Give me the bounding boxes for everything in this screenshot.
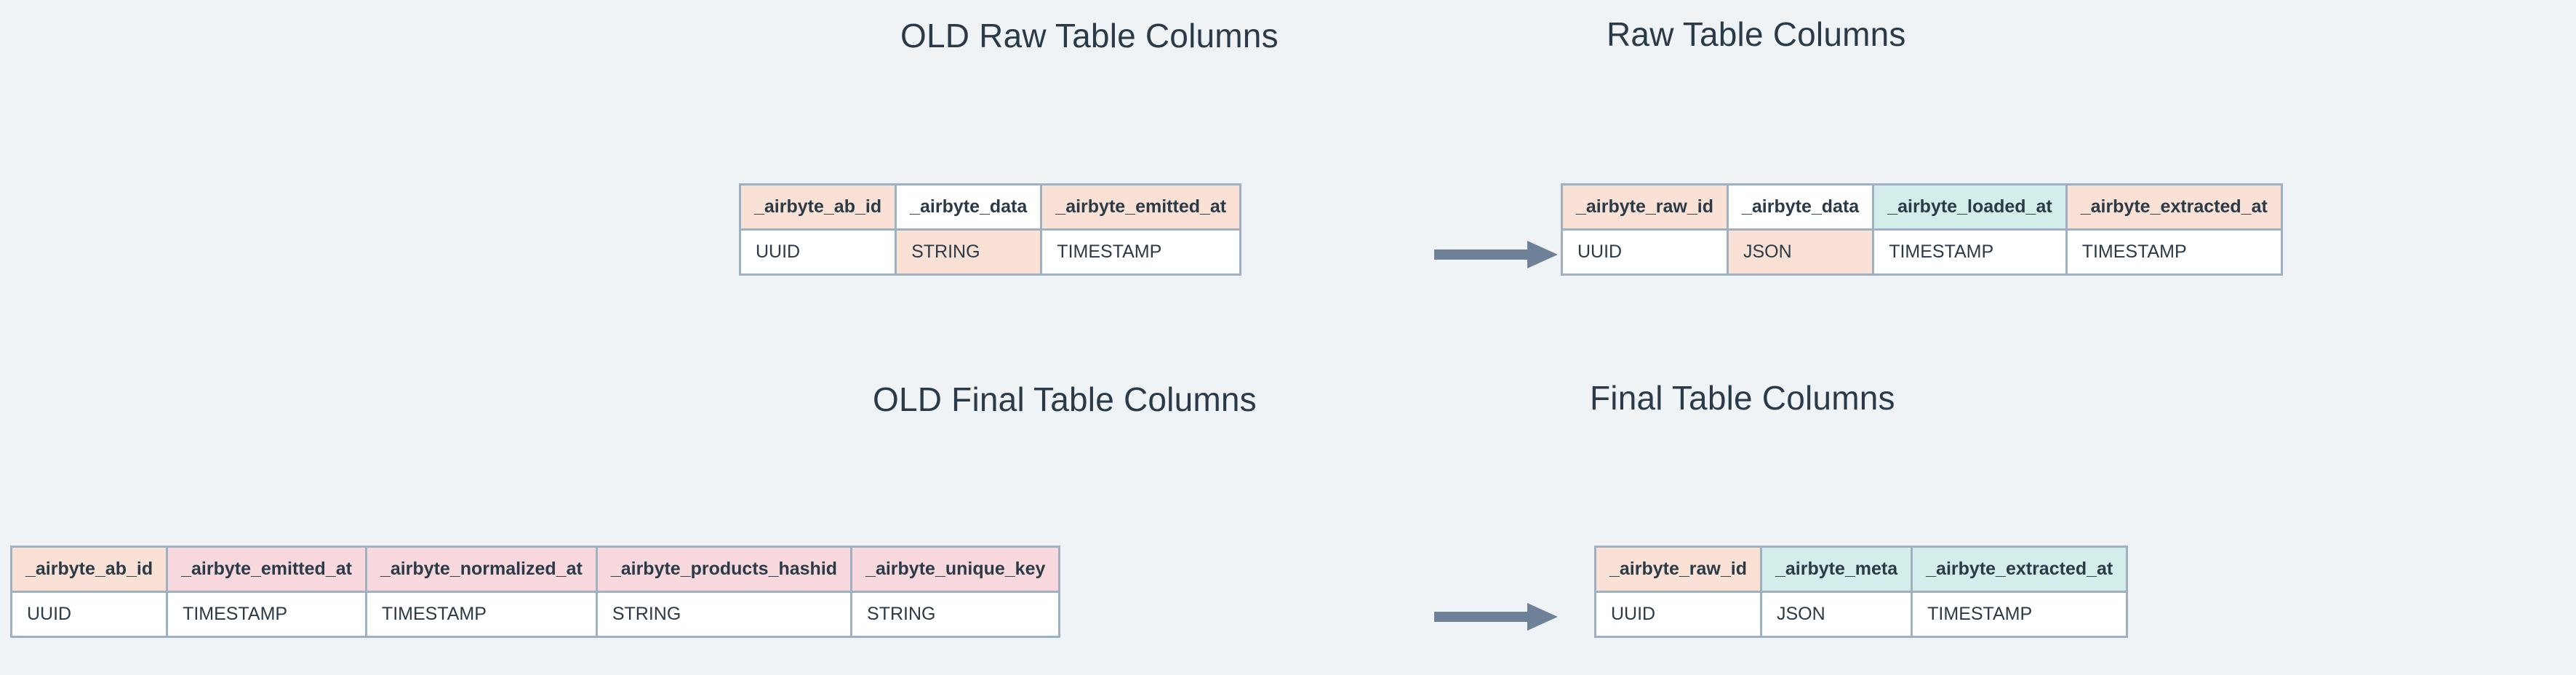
column-type-cell: TIMESTAMP: [1040, 228, 1242, 276]
arrow-right-icon-raw: [1434, 238, 1558, 271]
old-raw-table: _airbyte_ab_id_airbyte_data_airbyte_emit…: [738, 183, 1242, 276]
column-type-cell: UUID: [9, 591, 169, 638]
old-final-table: _airbyte_ab_id_airbyte_emitted_at_airbyt…: [9, 546, 1061, 638]
column-type-cell: UUID: [1561, 228, 1729, 276]
new-final-table: _airbyte_raw_id_airbyte_meta_airbyte_ext…: [1594, 546, 2129, 638]
column-header-cell: _airbyte_extracted_at: [1911, 546, 2129, 593]
column-header-cell: _airbyte_emitted_at: [166, 546, 367, 593]
table-header-row: _airbyte_raw_id_airbyte_meta_airbyte_ext…: [1594, 546, 2129, 593]
title-new-final-table: Final Table Columns: [1590, 379, 1895, 417]
arrow-right-icon-final: [1434, 600, 1558, 634]
title-new-raw-table: Raw Table Columns: [1607, 15, 1906, 53]
column-type-cell: TIMESTAMP: [1911, 591, 2129, 638]
column-type-cell: TIMESTAMP: [1872, 228, 2068, 276]
title-old-raw-table: OLD Raw Table Columns: [900, 17, 1279, 55]
column-header-cell: _airbyte_products_hashid: [595, 546, 853, 593]
column-header-cell: _airbyte_data: [1726, 183, 1875, 231]
column-header-cell: _airbyte_ab_id: [738, 183, 897, 231]
column-header-cell: _airbyte_emitted_at: [1040, 183, 1242, 231]
table-header-row: _airbyte_raw_id_airbyte_data_airbyte_loa…: [1561, 183, 2283, 231]
column-type-cell: TIMESTAMP: [166, 591, 367, 638]
column-type-cell: STRING: [595, 591, 853, 638]
column-header-cell: _airbyte_meta: [1759, 546, 1913, 593]
column-header-cell: _airbyte_ab_id: [9, 546, 169, 593]
title-old-final-table: OLD Final Table Columns: [873, 380, 1257, 418]
table-header-row: _airbyte_ab_id_airbyte_data_airbyte_emit…: [738, 183, 1242, 231]
column-header-cell: _airbyte_data: [895, 183, 1043, 231]
column-type-cell: TIMESTAMP: [364, 591, 598, 638]
column-header-cell: _airbyte_raw_id: [1594, 546, 1762, 593]
column-type-cell: TIMESTAMP: [2065, 228, 2283, 276]
column-header-cell: _airbyte_extracted_at: [2065, 183, 2283, 231]
column-type-cell: JSON: [1759, 591, 1913, 638]
column-type-cell: STRING: [895, 228, 1043, 276]
table-header-row: _airbyte_ab_id_airbyte_emitted_at_airbyt…: [9, 546, 1061, 593]
column-header-cell: _airbyte_loaded_at: [1872, 183, 2068, 231]
column-type-cell: UUID: [1594, 591, 1762, 638]
column-header-cell: _airbyte_unique_key: [850, 546, 1061, 593]
new-raw-table: _airbyte_raw_id_airbyte_data_airbyte_loa…: [1561, 183, 2283, 276]
column-type-cell: STRING: [850, 591, 1061, 638]
column-header-cell: _airbyte_raw_id: [1561, 183, 1729, 231]
column-header-cell: _airbyte_normalized_at: [364, 546, 598, 593]
column-type-cell: JSON: [1726, 228, 1875, 276]
column-type-cell: UUID: [738, 228, 897, 276]
